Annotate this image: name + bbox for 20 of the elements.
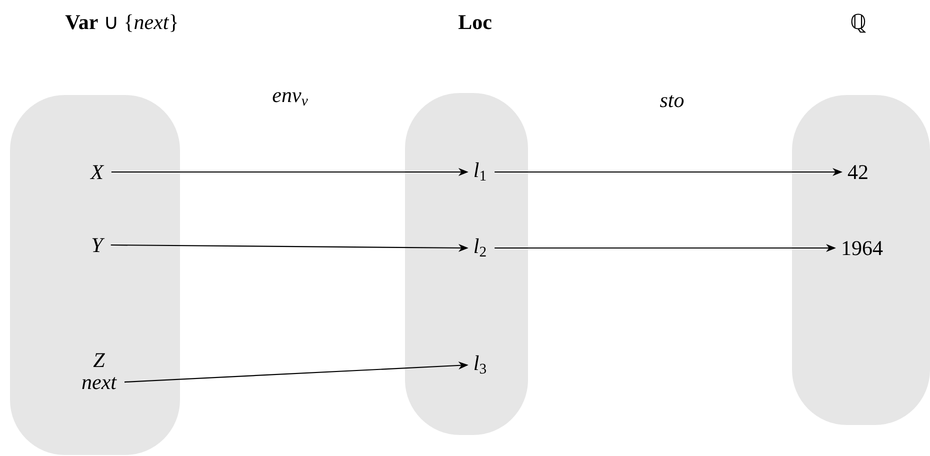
- math-symbol: l$_{1}$: [473, 158, 487, 186]
- column-band: [10, 95, 180, 455]
- math-symbol: l$_{3}$: [473, 352, 487, 378]
- math-symbol: 42: [848, 160, 868, 184]
- math-symbol: Z: [92, 348, 106, 371]
- set-heading: Loc: [458, 10, 492, 34]
- arrow: [111, 168, 468, 176]
- arrow: [494, 168, 842, 176]
- arrow: [494, 244, 836, 252]
- math-symbol: 1964: [841, 236, 883, 260]
- math-symbol: next: [82, 371, 116, 394]
- arrow: [110, 244, 468, 252]
- arrow: [124, 361, 468, 383]
- mapping-label: sto: [660, 88, 684, 112]
- math-symbol: Y: [91, 234, 103, 256]
- mapping-label: env$_{v}$: [272, 84, 308, 110]
- math-symbol: l$_{2}$: [473, 234, 487, 262]
- math-symbol: X: [90, 160, 104, 184]
- set-heading: Var ∪ {next}: [65, 10, 179, 34]
- set-heading: ℚ: [850, 10, 866, 34]
